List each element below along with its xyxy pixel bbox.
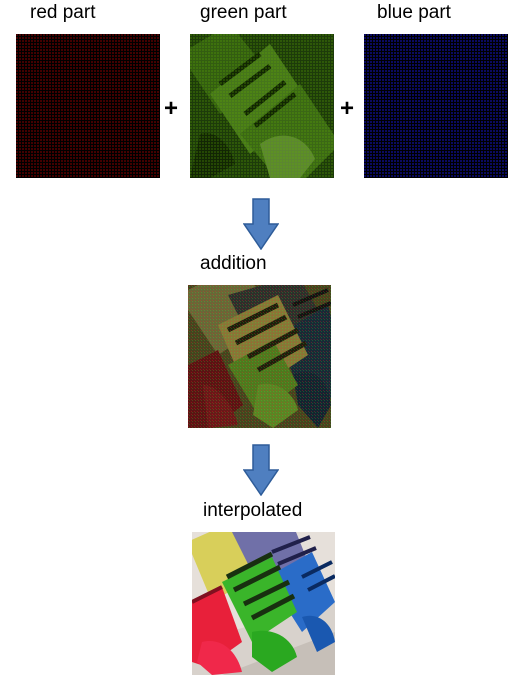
down-arrow-icon xyxy=(243,198,279,250)
green-part-image xyxy=(190,34,334,178)
red-part-label: red part xyxy=(30,2,96,23)
interpolated-image xyxy=(192,532,335,675)
addition-label: addition xyxy=(200,253,267,274)
blue-part-image xyxy=(364,34,508,178)
interpolated-label: interpolated xyxy=(203,500,303,521)
addition-image xyxy=(188,285,331,428)
plus-operator-2: + xyxy=(340,95,355,122)
green-part-label: green part xyxy=(200,2,287,23)
red-part-image xyxy=(16,34,160,178)
plus-operator-1: + xyxy=(164,95,179,122)
blue-part-label: blue part xyxy=(377,2,451,23)
down-arrow-icon xyxy=(243,444,279,496)
